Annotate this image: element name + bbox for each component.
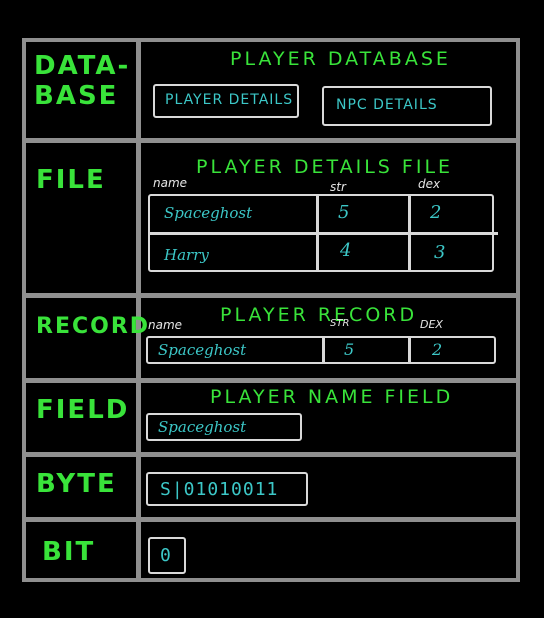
row-divider-2 — [22, 293, 520, 298]
row-divider-4 — [22, 452, 520, 457]
file-title: PLAYER DETAILS FILE — [196, 156, 454, 178]
field-title: PLAYER NAME FIELD — [210, 386, 454, 408]
database-label: DATA- BASE — [34, 51, 131, 111]
file-col-str: str — [330, 180, 346, 194]
file-label: FILE — [36, 165, 106, 195]
player-details-button-label: PLAYER DETAILS — [165, 92, 294, 108]
row-divider-3 — [22, 378, 520, 383]
bit-label: BIT — [42, 537, 96, 567]
file-row-2-dex: 3 — [434, 242, 446, 263]
byte-label: BYTE — [36, 469, 117, 499]
name-field: Spaceghost — [146, 413, 302, 441]
file-table: Spaceghost 5 2 Harry 4 3 — [148, 194, 498, 272]
file-col-dex: dex — [418, 177, 441, 191]
npc-details-button-label: NPC DETAILS — [336, 97, 438, 113]
record-title: PLAYER RECORD — [220, 304, 418, 326]
byte-value: S|01010011 — [160, 479, 279, 500]
row-divider-1 — [22, 138, 520, 143]
bit-value: 0 — [160, 545, 171, 566]
bit-box: 0 — [148, 537, 186, 574]
record-label: RECORD — [36, 314, 151, 339]
column-divider — [136, 38, 141, 582]
record-str-value: 5 — [344, 340, 355, 359]
player-details-button[interactable]: PLAYER DETAILS — [153, 84, 299, 118]
file-col-name: name — [153, 176, 188, 190]
record-col-name: name — [148, 318, 183, 332]
database-title: PLAYER DATABASE — [230, 48, 451, 70]
record-table-divider — [408, 338, 411, 362]
npc-details-button[interactable]: NPC DETAILS — [322, 86, 492, 126]
file-table-divider — [150, 232, 498, 235]
record-col-str: STR — [330, 318, 350, 329]
byte-box: S|01010011 — [146, 472, 308, 506]
file-row-2-name: Harry — [164, 246, 209, 264]
record-col-dex: DEX — [420, 318, 443, 331]
file-row-2-str: 4 — [340, 240, 352, 261]
record-table-divider — [322, 338, 325, 362]
row-divider-5 — [22, 517, 520, 522]
file-row-1-dex: 2 — [430, 202, 442, 223]
record-dex-value: 2 — [432, 340, 443, 359]
outer-frame — [22, 38, 520, 582]
record-table: Spaceghost 5 2 — [146, 336, 496, 364]
record-name-value: Spaceghost — [158, 341, 247, 359]
file-row-1-str: 5 — [338, 202, 350, 223]
file-row-1-name: Spaceghost — [164, 204, 253, 222]
name-field-value: Spaceghost — [158, 418, 247, 436]
field-label: FIELD — [36, 395, 130, 425]
